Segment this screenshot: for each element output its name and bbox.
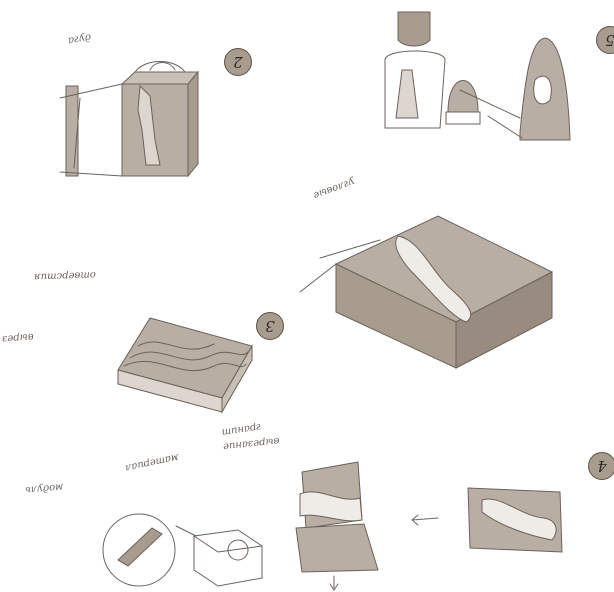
handwritten-note: вырез xyxy=(2,331,34,344)
sketch-slab-group xyxy=(118,318,252,412)
step-label: 4 xyxy=(597,457,607,475)
step-label: 3 xyxy=(265,317,275,335)
step-label: 5 xyxy=(605,31,614,49)
sketch-shells-group xyxy=(385,12,570,140)
step-label: 2 xyxy=(233,53,243,71)
step-badge-3: 3 xyxy=(256,312,284,340)
sketch-box-group xyxy=(300,216,552,368)
sketch-vessel-group xyxy=(60,62,198,177)
step-badge-4: 4 xyxy=(588,452,614,480)
sketch-pieces-group xyxy=(103,462,562,590)
step-badge-2: 2 xyxy=(224,48,252,76)
handwritten-note: отверстия xyxy=(34,269,96,282)
